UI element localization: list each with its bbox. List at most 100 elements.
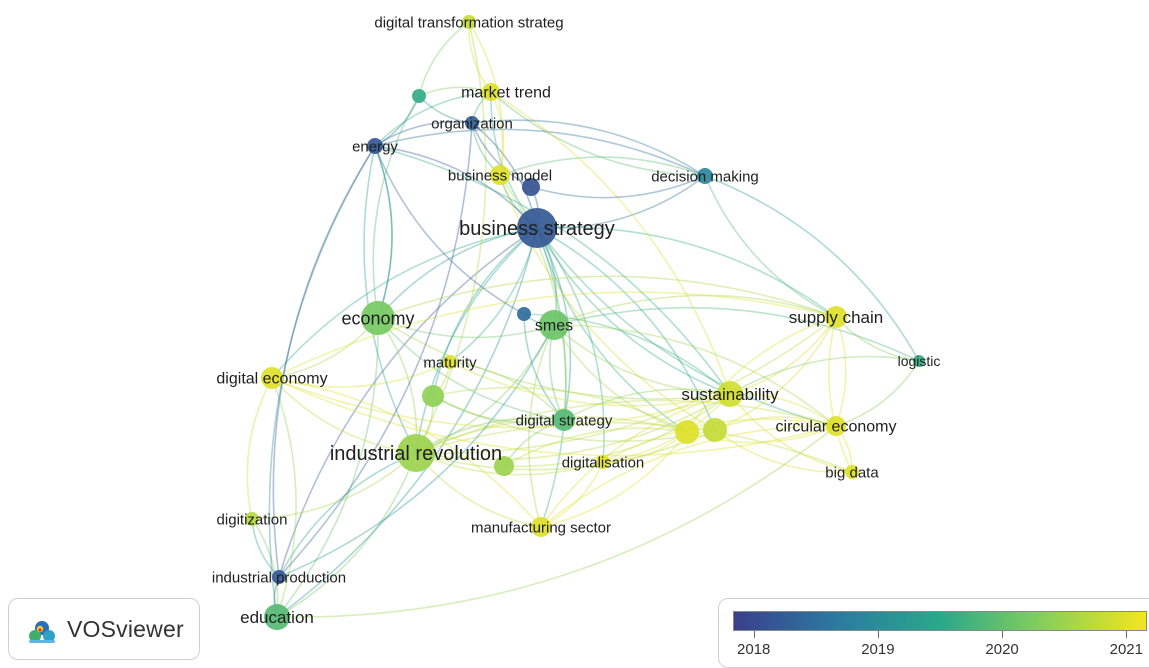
link-digital-economy-circular-economy [271,377,837,457]
link-unlabeled-7-circular-economy [714,416,837,431]
link-economy-education [276,317,379,618]
node-unlabeled-1[interactable] [412,89,426,103]
legend-tick-2018 [753,631,755,638]
node-unlabeled-3[interactable] [522,178,540,196]
link-industrial-revolution-industrial-production [278,452,417,578]
vosviewer-logo-icon [29,621,55,643]
node-digitization[interactable] [245,512,259,526]
node-industrial-production[interactable] [272,570,286,584]
link-unlabeled-1-economy [372,95,420,319]
link-digital-economy-manufacturing-sector [271,377,542,528]
legend-label-2019: 2019 [861,641,895,658]
link-manufacturing-sector-circular-economy [540,425,837,528]
node-economy[interactable] [361,301,395,335]
node-business-model[interactable] [490,165,510,185]
node-label-logistic: logistic [898,353,941,369]
link-digital-economy-education [271,377,297,618]
node-energy[interactable] [367,138,383,154]
node-label-big-data: big data [825,464,879,481]
node-digitalisation[interactable] [596,455,610,469]
link-business-model-digital-strategy [499,174,567,421]
link-industrial-revolution-big-data [415,421,853,473]
link-energy-unlabeled-2 [374,145,525,315]
link-unlabeled-2-digital-strategy [523,313,565,421]
link-market-trend-energy [374,91,492,147]
link-energy-industrial-revolution [363,145,417,454]
link-supply-chain-sustainability [729,316,837,395]
link-business-model-unlabeled-7 [499,174,716,431]
legend-label-2020: 2020 [985,641,1019,658]
link-business-strategy-energy [374,145,538,229]
node-label-decision-making: decision making [651,168,759,185]
link-manufacturing-sector-unlabeled-6 [540,431,688,528]
node-sustainability[interactable] [717,381,743,407]
vosviewer-brand[interactable]: VOSviewer [8,598,200,660]
link-business-strategy-unlabeled-6 [536,227,688,433]
node-unlabeled-5[interactable] [494,456,514,476]
node-business-strategy[interactable] [517,208,557,248]
node-digital-transformation-strateg[interactable] [462,15,476,29]
link-supply-chain-digital-economy [271,291,837,379]
link-education-energy [268,145,376,618]
link-business-strategy-education [276,227,538,618]
link-business-strategy-industrial-revolution [415,227,538,454]
node-label-energy: energy [352,138,398,155]
node-label-digital-strategy: digital strategy [516,412,613,429]
link-smes-circular-economy [553,324,837,427]
link-sustainability-digitalisation [602,393,731,463]
link-economy-smes [377,317,555,339]
link-supply-chain-unlabeled-6 [686,316,837,433]
link-smes-sustainability [553,324,731,395]
link-supply-chain-circular-economy [835,316,847,427]
node-supply-chain[interactable] [825,306,847,328]
node-smes[interactable] [539,310,569,340]
node-circular-economy[interactable] [826,416,846,436]
link-decision-making-energy [374,128,706,177]
link-sustainability-big-data [729,393,853,473]
node-decision-making[interactable] [697,168,713,184]
node-market-trend[interactable] [482,83,500,101]
legend-gradient-bar [733,611,1147,631]
link-economy-supply-chain [377,275,837,319]
link-digital-economy-digitization [246,377,273,520]
node-education[interactable] [264,604,290,630]
link-economy-sustainability [377,317,731,400]
link-industrial-revolution-unlabeled-7 [415,429,716,471]
link-organization-energy [374,121,473,147]
link-industrial-revolution-supply-chain [415,316,837,455]
link-sustainability-logistic [729,355,920,395]
node-organization[interactable] [465,116,479,130]
node-industrial-revolution[interactable] [397,434,435,472]
node-label-business-model: business model [448,167,552,184]
link-sustainability-digital-economy [271,377,731,429]
link-business-strategy-circular-economy [536,227,837,427]
node-label-digital-economy: digital economy [216,371,327,388]
link-business-strategy-unlabeled-7 [536,227,716,431]
link-industrial-revolution-circular-economy [415,399,837,454]
node-label-supply-chain: supply chain [789,308,884,327]
link-business-strategy-economy [377,227,538,319]
node-manufacturing-sector[interactable] [531,517,551,537]
link-industrial-revolution-sustainability [415,393,731,461]
link-unlabeled-5-sustainability [503,393,731,468]
node-big-data[interactable] [845,465,859,479]
link-business-strategy-digital-economy [271,227,538,379]
link-digital-economy-maturity [271,361,451,388]
node-digital-strategy[interactable] [553,409,575,431]
node-label-organization: organization [431,115,513,132]
link-smes-unlabeled-6 [553,324,688,433]
node-unlabeled-7[interactable] [703,418,727,442]
node-logistic[interactable] [913,355,925,367]
link-unlabeled-4-digital-strategy [432,395,565,424]
link-unlabeled-7-big-data [714,429,853,474]
node-digital-economy[interactable] [261,367,283,389]
link-industrial-production-organization [278,122,473,578]
node-label-business-strategy: business strategy [459,218,615,240]
link-smes-logistic [553,306,920,362]
node-maturity[interactable] [443,355,457,369]
node-unlabeled-6[interactable] [675,420,699,444]
node-unlabeled-4[interactable] [422,385,444,407]
node-unlabeled-2[interactable] [517,307,531,321]
node-label-smes: smes [535,318,573,335]
